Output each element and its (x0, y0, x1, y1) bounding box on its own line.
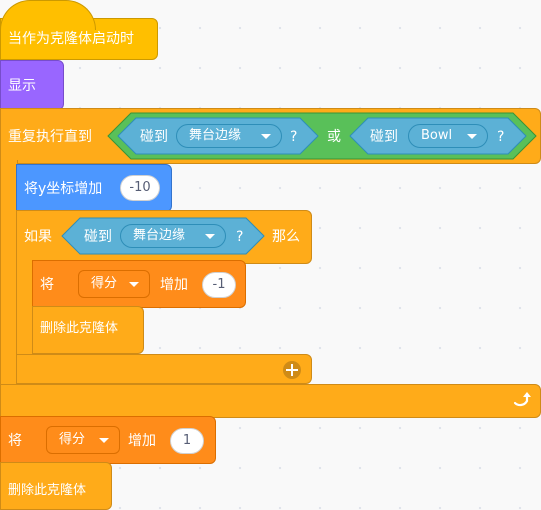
change-y-block[interactable] (16, 164, 172, 212)
repeat-until-label: 重复执行直到 (8, 129, 92, 145)
touching-dropdown-1[interactable]: 舞台边缘 (176, 124, 282, 148)
touching-label-1: 碰到 (140, 129, 168, 145)
touching-dropdown-3[interactable]: 舞台边缘 (120, 224, 226, 248)
delete-clone-block-1[interactable] (32, 306, 144, 354)
dropdown-arrow-icon (129, 282, 139, 287)
if-then-bottom-arm[interactable] (16, 354, 312, 384)
score-dropdown-2[interactable]: 得分 (46, 426, 120, 454)
dropdown-value: 得分 (91, 276, 118, 291)
loop-arrow-icon (513, 392, 531, 407)
q-mark-1: ? (290, 129, 298, 145)
delete-clone-label-1: 删除此克隆体 (40, 321, 119, 336)
change-score-input-1[interactable]: -1 (202, 272, 236, 298)
dropdown-value: 得分 (59, 432, 86, 447)
change-y-label: 将y坐标增加 (24, 181, 103, 197)
repeat-until-bottom-arm[interactable] (0, 384, 541, 418)
dropdown-value: Bowl (421, 128, 453, 143)
dropdown-arrow-icon (205, 234, 215, 239)
dropdown-arrow-icon (467, 134, 477, 139)
touching-label-2: 碰到 (370, 129, 398, 145)
change-score-input-2[interactable]: 1 (170, 428, 204, 454)
set-label-2: 将 (8, 433, 22, 449)
change-y-input[interactable]: -10 (120, 175, 160, 201)
delete-clone-block-2[interactable] (0, 462, 112, 510)
or-label: 或 (327, 129, 341, 145)
then-label: 那么 (272, 229, 300, 245)
hat-label: 当作为克隆体启动时 (8, 31, 134, 47)
delete-clone-label-2: 删除此克隆体 (8, 483, 87, 498)
if-label: 如果 (24, 229, 52, 245)
hat-cap (0, 0, 96, 30)
dropdown-arrow-icon (261, 134, 271, 139)
touching-dropdown-2[interactable]: Bowl (408, 124, 488, 148)
add-icon[interactable] (282, 360, 302, 380)
show-label: 显示 (8, 78, 36, 94)
q-mark-3: ? (236, 229, 244, 245)
touching-label-3: 碰到 (84, 229, 112, 245)
dropdown-value: 舞台边缘 (133, 228, 186, 243)
change-label-2: 增加 (128, 433, 156, 449)
change-label-1: 增加 (160, 277, 188, 293)
dropdown-value: 舞台边缘 (189, 128, 242, 143)
score-dropdown-1[interactable]: 得分 (78, 270, 150, 298)
q-mark-2: ? (497, 129, 505, 145)
dropdown-arrow-icon (99, 438, 109, 443)
set-label-1: 将 (40, 277, 54, 293)
show-block[interactable] (0, 60, 64, 110)
